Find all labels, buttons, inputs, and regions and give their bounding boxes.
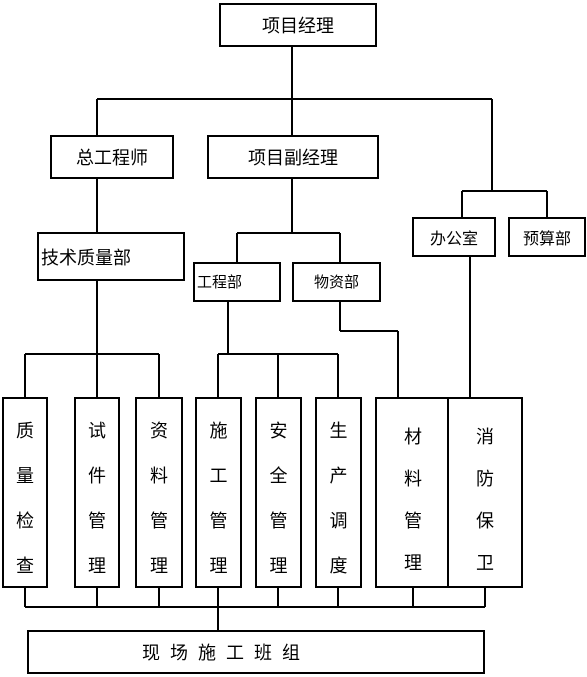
construction-mgmt-box: 施工管理 [195,397,242,588]
deputy-manager-box: 项目副经理 [207,135,379,179]
tech-quality-dept-box: 技术质量部 [37,232,185,281]
materials-dept-label: 物资部 [313,273,359,291]
engineering-dept-box: 工程部 [193,262,281,302]
trial-piece-mgmt-box: 试件管理 [74,397,120,588]
chief-engineer-box: 总工程师 [50,135,174,179]
safety-mgmt-label: 安全管理 [269,421,288,577]
production-dispatch-box: 生产调度 [315,397,362,588]
project-manager-box: 项目经理 [219,3,377,47]
budget-dept-label: 预算部 [522,229,571,248]
trial-piece-mgmt-label: 试件管理 [88,421,106,577]
document-mgmt-label: 资料管理 [150,421,168,577]
fire-security-box: 消防保卫 [447,397,523,588]
material-mgmt-label: 材料管理 [404,427,422,574]
tech-quality-dept-label: 技术质量部 [41,247,131,269]
document-mgmt-box: 资料管理 [135,397,183,588]
site-crews-box: 现场施工班组 [27,630,485,674]
engineering-dept-label: 工程部 [197,273,243,291]
project-manager-label: 项目经理 [262,16,334,37]
office-label: 办公室 [429,229,478,248]
construction-mgmt-label: 施工管理 [209,421,228,577]
materials-dept-box: 物资部 [292,262,381,302]
site-crews-label: 现场施工班组 [142,643,310,664]
safety-mgmt-box: 安全管理 [255,397,302,588]
chief-engineer-label: 总工程师 [76,148,148,169]
budget-dept-box: 预算部 [508,217,586,257]
quality-inspection-box: 质量检查 [2,397,48,588]
quality-inspection-label: 质量检查 [16,421,34,577]
material-mgmt-box: 材料管理 [375,397,451,588]
production-dispatch-label: 生产调度 [329,421,348,577]
fire-security-label: 消防保卫 [476,427,494,574]
office-box: 办公室 [412,217,496,257]
deputy-manager-label: 项目副经理 [248,148,338,169]
